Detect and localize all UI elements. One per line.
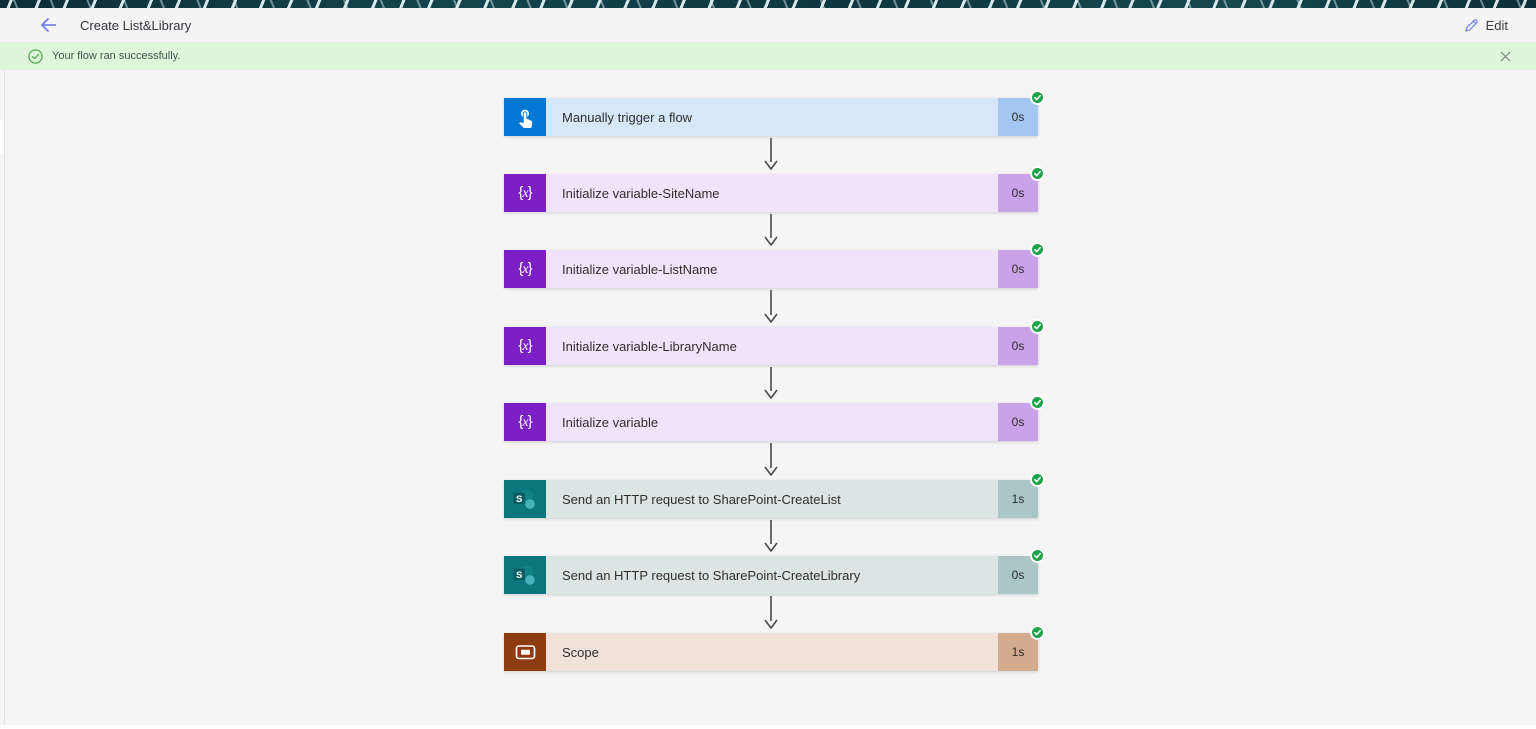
banner-close-button[interactable] [1494, 45, 1516, 67]
x-icon [1500, 51, 1510, 61]
flow-node[interactable]: S Send an HTTP request to SharePoint-Crea… [504, 548, 1045, 594]
variable-icon: {x} [504, 174, 546, 212]
variable-icon: {x} [504, 403, 546, 441]
flow-node[interactable]: S Send an HTTP request to SharePoint-Crea… [504, 472, 1045, 518]
scope-icon [504, 633, 546, 671]
node-duration: 0s [998, 556, 1038, 594]
node-duration: 0s [998, 250, 1038, 288]
flow-node[interactable]: {x} Initialize variable-ListName 0s [504, 242, 1045, 288]
svg-text:S: S [516, 570, 522, 581]
node-duration: 0s [998, 327, 1038, 365]
arrow-down-icon [764, 214, 778, 246]
success-badge-icon [1030, 166, 1045, 181]
node-label: Send an HTTP request to SharePoint-Creat… [562, 567, 861, 583]
flow-canvas: Manually trigger a flow 0s {x} Initialize v… [0, 70, 1536, 725]
node-label: Initialize variable-ListName [562, 261, 718, 277]
node-label: Scope [562, 644, 599, 660]
node-label: Initialize variable [562, 414, 659, 430]
success-badge-icon [1030, 319, 1045, 334]
node-label: Initialize variable-SiteName [562, 185, 720, 201]
node-duration: 1s [998, 633, 1038, 671]
node-label: Manually trigger a flow [562, 109, 693, 125]
svg-text:S: S [516, 494, 522, 505]
touch-icon [504, 98, 546, 136]
flow-node[interactable]: Manually trigger a flow 0s [504, 90, 1045, 136]
success-badge-icon [1030, 472, 1045, 487]
arrow-left-icon [40, 18, 56, 32]
arrow-down-icon [764, 290, 778, 323]
node-duration: 0s [998, 403, 1038, 441]
node-body: Scope [546, 633, 998, 671]
success-badge-icon [1030, 548, 1045, 563]
check-circle-icon [28, 48, 43, 64]
node-duration: 0s [998, 174, 1038, 212]
arrow-down-icon [764, 443, 778, 476]
page-title: Create List&Library [80, 17, 192, 33]
sharepoint-icon: S [504, 480, 546, 518]
bottom-strip [0, 725, 1536, 729]
variable-icon: {x} [504, 250, 546, 288]
canvas-edge-divider [4, 70, 5, 725]
flow-diagram: Manually trigger a flow 0s {x} Initialize v… [504, 70, 1045, 725]
back-button[interactable] [34, 13, 62, 37]
canvas-edge-notch [0, 120, 4, 154]
node-body: Initialize variable-LibraryName [546, 327, 998, 365]
success-badge-icon [1030, 90, 1045, 105]
arrow-down-icon [764, 138, 778, 170]
node-duration: 0s [998, 98, 1038, 136]
node-body: Initialize variable-ListName [546, 250, 998, 288]
node-body: Send an HTTP request to SharePoint-Creat… [546, 480, 998, 518]
node-duration: 1s [998, 480, 1038, 518]
edit-button[interactable]: Edit [1458, 15, 1514, 36]
desktop-wallpaper-strip [0, 0, 1536, 8]
arrow-down-icon [764, 596, 778, 629]
node-label: Send an HTTP request to SharePoint-Creat… [562, 491, 841, 507]
flow-node[interactable]: {x} Initialize variable-LibraryName 0s [504, 319, 1045, 365]
flow-node[interactable]: {x} Initialize variable 0s [504, 395, 1045, 441]
variable-icon: {x} [504, 327, 546, 365]
edit-button-label: Edit [1485, 17, 1508, 33]
success-banner: Your flow ran successfully. [0, 42, 1536, 70]
success-badge-icon [1030, 395, 1045, 410]
banner-message: Your flow ran successfully. [52, 50, 181, 62]
arrow-down-icon [764, 520, 778, 552]
node-body: Send an HTTP request to SharePoint-Creat… [546, 556, 998, 594]
pencil-icon [1465, 18, 1478, 32]
header-bar: Create List&Library Edit [0, 8, 1536, 42]
sharepoint-icon: S [504, 556, 546, 594]
flow-node[interactable]: {x} Initialize variable-SiteName 0s [504, 166, 1045, 212]
flow-node[interactable]: Scope 1s [504, 625, 1045, 671]
node-body: Initialize variable-SiteName [546, 174, 998, 212]
node-body: Manually trigger a flow [546, 98, 998, 136]
node-body: Initialize variable [546, 403, 998, 441]
arrow-down-icon [764, 367, 778, 399]
success-badge-icon [1030, 625, 1045, 640]
node-label: Initialize variable-LibraryName [562, 338, 737, 354]
success-badge-icon [1030, 242, 1045, 257]
